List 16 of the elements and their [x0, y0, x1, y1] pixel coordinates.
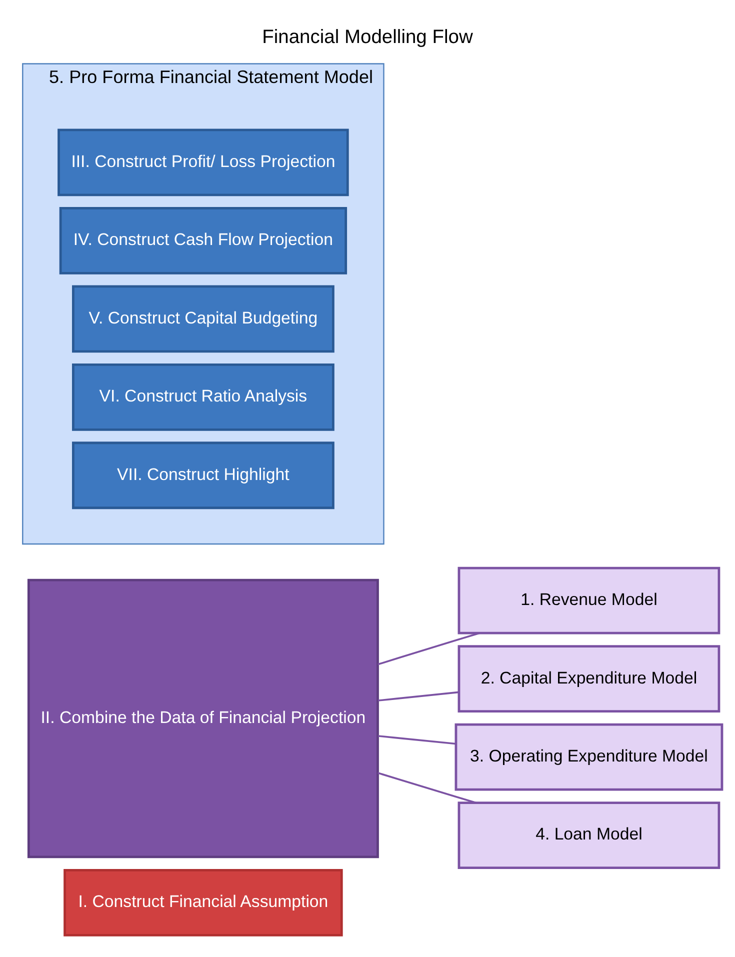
node-box: 3. Operating Expenditure Model	[454, 722, 724, 790]
node-box: II. Combine the Data of Financial Projection	[27, 578, 379, 858]
connector	[378, 632, 480, 665]
node-box: VII. Construct Highlight	[72, 441, 334, 509]
connector	[378, 734, 456, 744]
node-box: V. Construct Capital Budgeting	[72, 284, 334, 352]
connector	[378, 690, 459, 701]
node-box: IV. Construct Cash Flow Projection	[59, 206, 348, 274]
diagram-title: Financial Modelling Flow	[262, 26, 473, 48]
node-box: VI. Construct Ratio Analysis	[72, 362, 334, 430]
node-box: III. Construct Profit/ Loss Projection	[58, 128, 349, 196]
node-box: 2. Capital Expenditure Model	[458, 644, 720, 712]
node-box: 4. Loan Model	[458, 801, 720, 868]
node-box: 1. Revenue Model	[458, 566, 720, 634]
node-box: I. Construct Financial Assumption	[64, 868, 343, 936]
connector	[378, 772, 476, 804]
